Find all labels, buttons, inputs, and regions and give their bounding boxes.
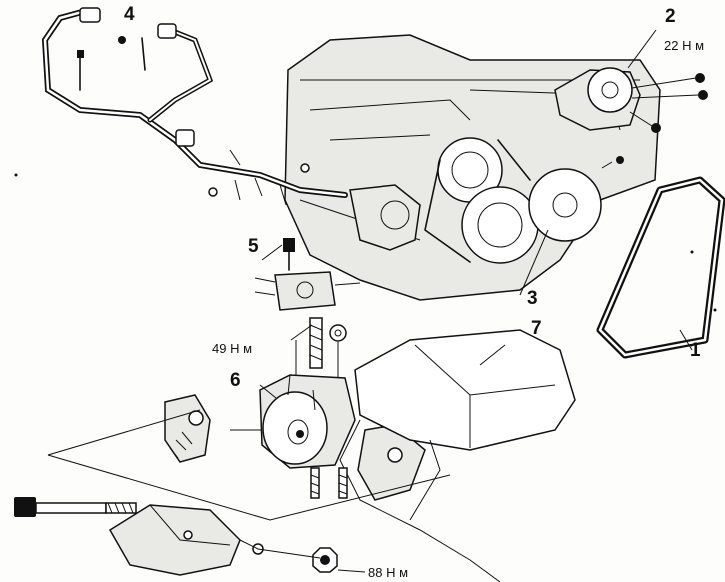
torque-22-nm: 22 Н м [664,38,704,53]
speck [14,173,18,177]
drive-belt [596,176,725,359]
harness-connector-unit [349,184,421,251]
torque-49-nm: 49 Н м [212,341,252,356]
side-bracket-plate [357,424,426,501]
speck [690,250,694,254]
lower-mount-bracket [108,504,264,576]
lower-studs [310,467,348,499]
pulley-assembly [424,137,602,264]
torque-88-nm: 88 Н м [368,565,408,580]
callout-2: 2 [665,6,676,27]
long-through-bolt [14,497,137,517]
steering-pump [554,67,708,169]
callout-4: 4 [124,4,135,25]
callout-7: 7 [531,318,542,339]
mount-stud-bolts [295,317,347,378]
callout-6: 6 [230,370,241,391]
engine-mount [259,374,356,469]
wiring-harness [41,7,348,206]
upper-mount-bracket [254,238,361,311]
reference-lines [47,409,451,559]
transmission-housing [339,329,576,582]
callout-1: 1 [690,340,701,361]
speck [713,308,717,312]
mount-nut [312,547,338,573]
callout-3: 3 [527,288,538,309]
rubber-damper [164,394,211,463]
callout-5: 5 [248,236,259,257]
leader-lines [259,29,693,573]
